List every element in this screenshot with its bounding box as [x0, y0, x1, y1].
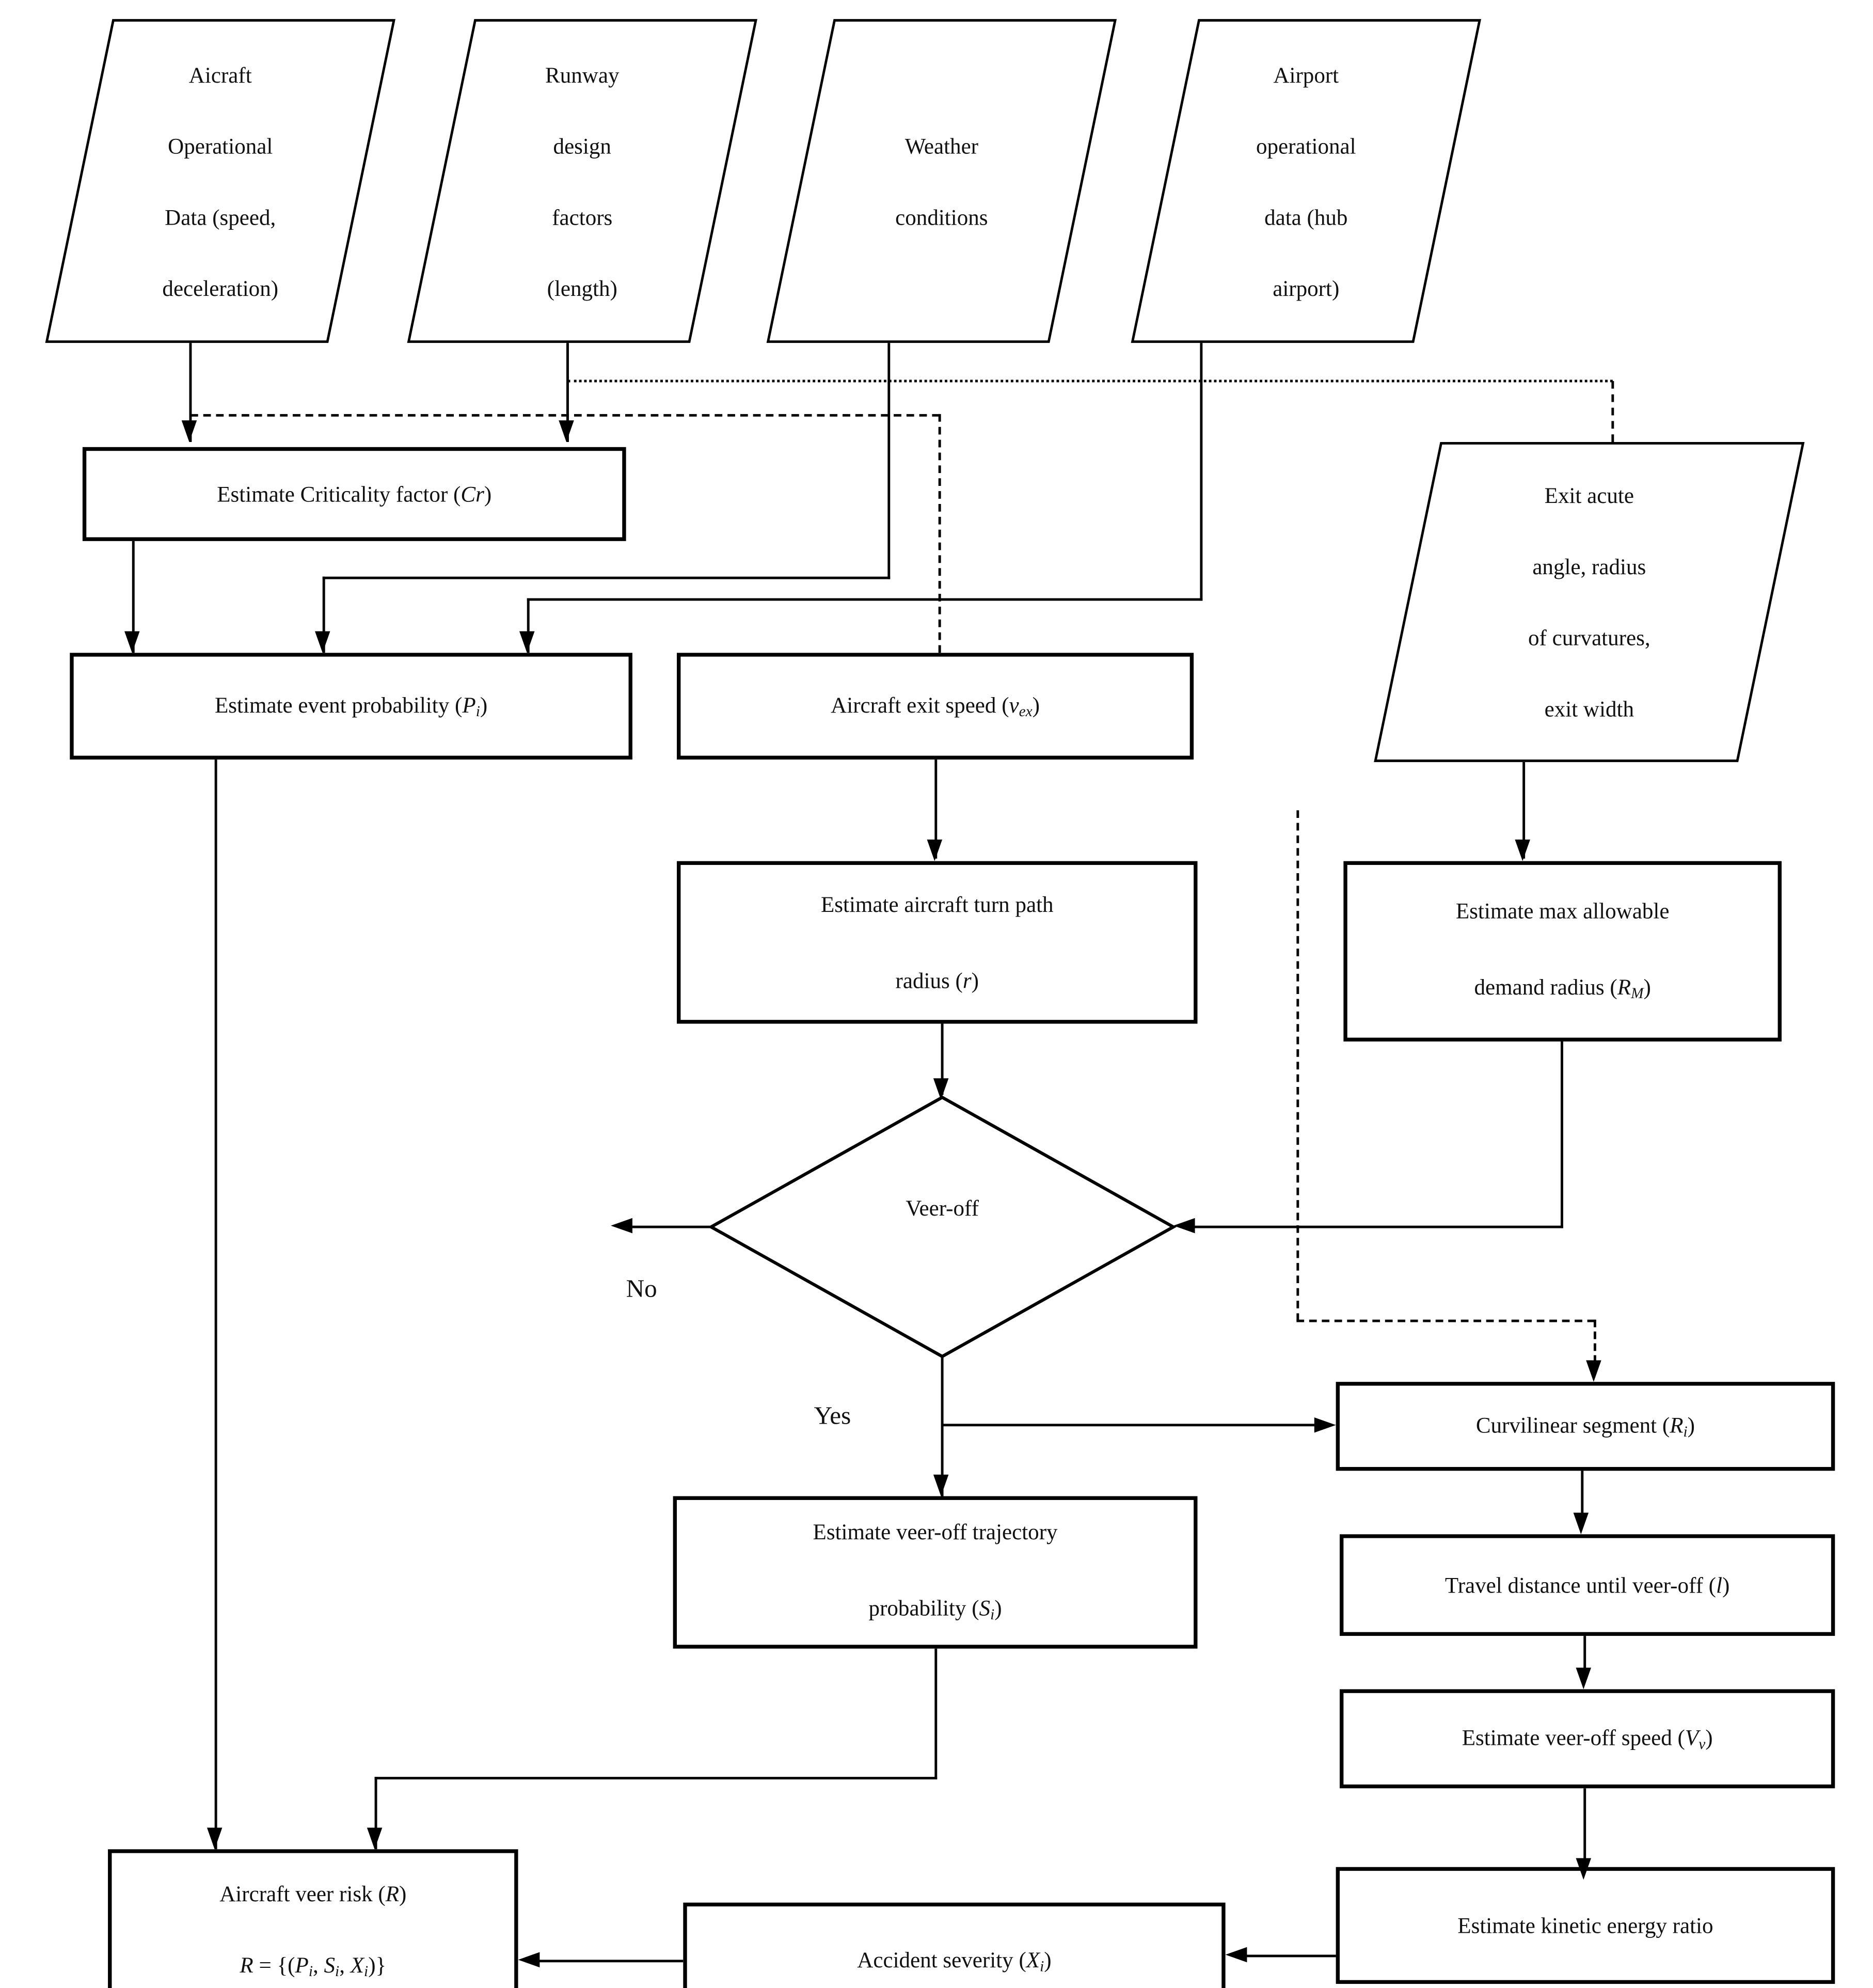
arrowhead-into-criticality-left	[181, 420, 197, 442]
connector-weather-down	[887, 343, 891, 579]
connector-weather-to-eventprob	[322, 576, 325, 653]
arrowhead-into-veerrisk-top2	[367, 1827, 383, 1850]
process-accident-severity-label: Accident severity (Xi)	[857, 1947, 1052, 1975]
connector-decision-no	[632, 1225, 714, 1228]
connector-criticality-to-eventprob	[132, 541, 135, 653]
connector-dashed-into-curvilinear	[1593, 1319, 1596, 1363]
process-aircraft-exit-speed: Aircraft exit speed (vex)	[677, 653, 1194, 760]
process-estimate-veer-off-speed-label: Estimate veer-off speed (Vv)	[1462, 1725, 1713, 1753]
connector-airport-to-eventprob	[527, 598, 530, 653]
arrowhead-no-branch	[611, 1218, 632, 1234]
arrowhead-into-decision-right	[1173, 1218, 1195, 1234]
connector-dashed-exitgeometry-down	[1296, 810, 1299, 1321]
process-aircraft-exit-speed-label: Aircraft exit speed (vex)	[831, 692, 1040, 720]
connector-dotted-to-exitgeometry	[1611, 381, 1614, 442]
arrowhead-into-veerrisk-right	[518, 1952, 540, 1968]
connector-exitgeometry-to-maxradius	[1522, 762, 1526, 859]
process-estimate-criticality-factor: Estimate Criticality factor (Cr)	[82, 447, 626, 541]
process-estimate-kinetic-energy-ratio: Estimate kinetic energy ratio	[1336, 1867, 1835, 1984]
connector-accident-to-veerrisk	[533, 1960, 684, 1963]
output-aircraft-veer-risk-label: Aircraft veer risk (R)R = {(Pi, Si, Xi)}	[219, 1880, 407, 1980]
arrowhead-into-decision-top	[933, 1078, 949, 1100]
process-curvilinear-segment: Curvilinear segment (Ri)	[1336, 1382, 1835, 1471]
arrowhead-into-criticality-right	[559, 420, 574, 442]
output-aircraft-veer-risk: Aircraft veer risk (R)R = {(Pi, Si, Xi)}	[108, 1849, 518, 1988]
arrowhead-into-veerspeed	[1576, 1667, 1592, 1690]
label-yes: Yes	[810, 1402, 855, 1432]
connector-trajectory-to-veerrisk	[374, 1777, 377, 1850]
arrowhead-into-traveldist	[1573, 1512, 1589, 1535]
process-estimate-criticality-factor-label: Estimate Criticality factor (Cr)	[217, 481, 492, 507]
connector-airport-down	[1200, 343, 1203, 601]
connector-dashed-to-exitspeed	[938, 414, 941, 653]
connector-runway-dotted-right	[567, 380, 1613, 383]
connector-turnpath-to-decision	[941, 1023, 944, 1095]
arrowhead-into-eventprob-1	[124, 631, 140, 653]
process-travel-distance-until-veer-off-label: Travel distance until veer-off (l)	[1445, 1572, 1730, 1598]
connector-eventprob-to-veerrisk	[214, 759, 217, 1850]
arrowhead-into-curvilinear-left	[1314, 1417, 1336, 1433]
process-estimate-kinetic-energy-ratio-label: Estimate kinetic energy ratio	[1457, 1913, 1713, 1938]
arrowhead-into-accident	[1225, 1947, 1247, 1963]
connector-runway-to-criticality	[566, 343, 569, 442]
connector-aircraftdata-to-criticality	[189, 343, 192, 442]
arrowhead-into-trajectory	[933, 1474, 949, 1496]
connector-exitspeed-to-turnpath	[934, 759, 938, 859]
connector-trajectory-left	[374, 1777, 938, 1780]
connector-decision-yes-down	[941, 1356, 944, 1496]
process-estimate-event-probability-label: Estimate event probability (Pi)	[214, 692, 488, 720]
decision-veer-off	[708, 1095, 1177, 1359]
arrowhead-into-turnpath	[927, 839, 943, 861]
connector-veerspeed-to-kinetic	[1583, 1788, 1586, 1867]
connector-yes-to-curvilinear	[942, 1424, 1319, 1427]
process-travel-distance-until-veer-off: Travel distance until veer-off (l)	[1339, 1534, 1835, 1636]
arrowhead-into-veerrisk-top1	[207, 1827, 223, 1850]
arrowhead-into-kinetic	[1576, 1858, 1592, 1880]
process-estimate-veer-off-speed: Estimate veer-off speed (Vv)	[1339, 1689, 1835, 1789]
connector-aircraftdata-dashed-right	[190, 414, 940, 417]
arrowhead-into-curvilinear-top	[1586, 1360, 1601, 1382]
connector-maxradius-down	[1560, 1041, 1563, 1228]
connector-traveldist-to-veerspeed	[1583, 1636, 1586, 1677]
process-curvilinear-segment-label: Curvilinear segment (Ri)	[1475, 1412, 1695, 1441]
decision-veer-off-label: Veer-off	[906, 1195, 979, 1221]
label-no: No	[622, 1275, 661, 1305]
connector-maxradius-to-decision	[1194, 1225, 1563, 1228]
connector-dashed-right-to-curvilinear	[1296, 1319, 1595, 1322]
connector-trajectory-down	[934, 1648, 938, 1780]
arrowhead-into-eventprob-2	[315, 631, 330, 653]
connector-airport-left	[527, 598, 1203, 601]
arrowhead-into-maxradius	[1515, 839, 1530, 861]
arrowhead-into-eventprob-3	[519, 631, 535, 653]
process-accident-severity: Accident severity (Xi)	[683, 1902, 1226, 1988]
connector-kinetic-to-accident	[1238, 1954, 1336, 1958]
connector-curvilinear-to-traveldist	[1581, 1468, 1584, 1519]
process-estimate-event-probability: Estimate event probability (Pi)	[70, 653, 632, 760]
connector-weather-left	[322, 576, 891, 579]
